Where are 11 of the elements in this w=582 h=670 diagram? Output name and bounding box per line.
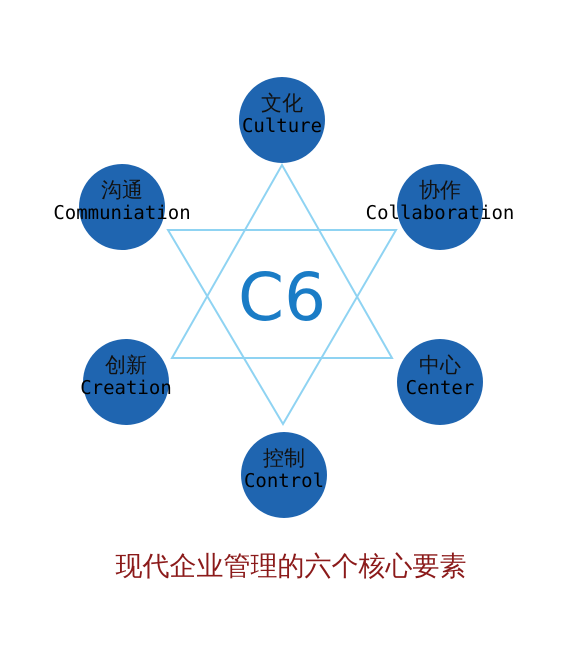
chinese-label: 沟通 [101,178,143,202]
chinese-label: 控制 [263,446,305,470]
chinese-label: 协作 [419,178,461,202]
chinese-label: 创新 [105,353,147,377]
caption: 现代企业管理的六个核心要素 [114,550,468,584]
chinese-label: 中心 [419,353,461,377]
chinese-label: 文化 [261,91,303,115]
english-label: Center [406,377,474,399]
english-label: Control [244,470,324,492]
center-label: C6 [238,263,326,333]
english-label: Culture [242,115,322,137]
